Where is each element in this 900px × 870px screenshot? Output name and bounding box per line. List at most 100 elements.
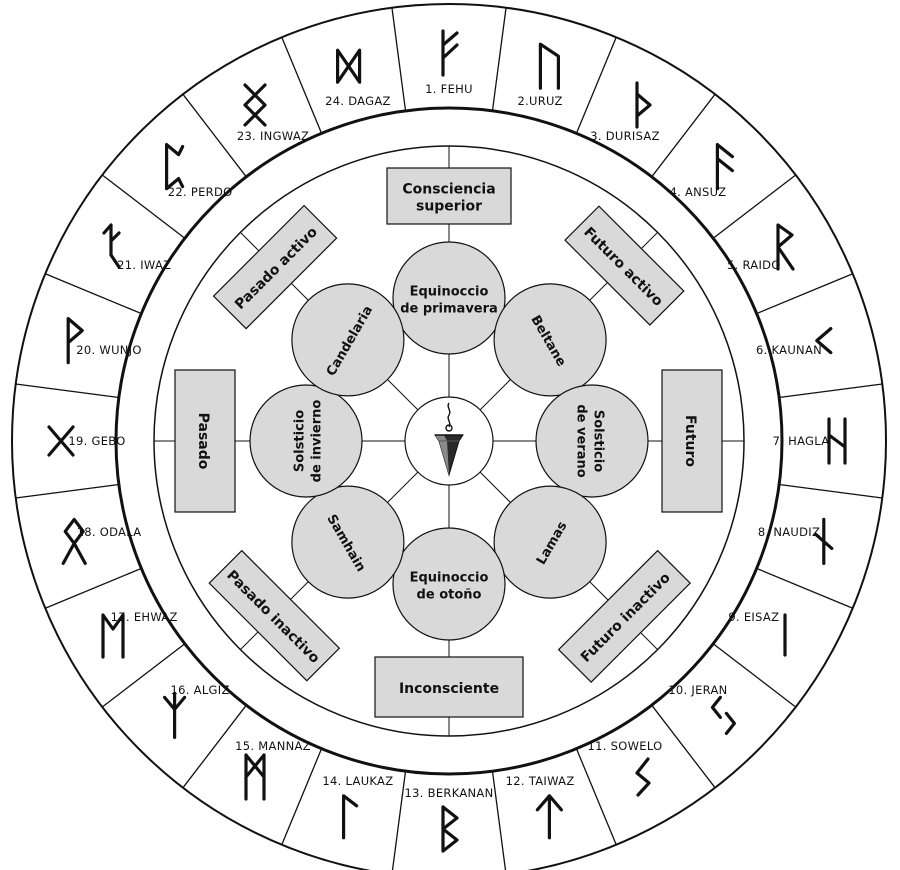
fehu-icon [441, 29, 459, 77]
box-label-line: Pasado [195, 413, 211, 470]
sowelo-icon-path [635, 757, 651, 797]
festival-label-line: Equinoccio [410, 284, 489, 299]
box-rect [661, 369, 723, 513]
rune-label: 21. IWAZ [117, 258, 171, 272]
rune-label: 14. LAUKAZ [322, 774, 393, 788]
box-rect [557, 549, 692, 684]
jeran-icon [710, 695, 737, 736]
box-label: Pasado [195, 413, 211, 470]
mannaz-icon-path [244, 753, 266, 801]
algiz-icon-path [163, 691, 187, 740]
naudiz-icon-path [814, 517, 834, 566]
festival-beltane: Beltane [493, 283, 607, 397]
center-layer [404, 396, 494, 486]
jeran-icon-path [710, 695, 737, 736]
festival-text-group: Solsticiode verano [574, 404, 606, 477]
algiz-icon [163, 691, 187, 740]
box-label: Futuro [682, 415, 698, 467]
iwaz-icon [102, 223, 121, 269]
pendulum-chain [447, 402, 451, 428]
rune-label: 6. KAUNAN [756, 343, 822, 357]
festival-label: Equinoccio de primavera [400, 284, 498, 316]
box-label-line: Consciencia [402, 181, 495, 197]
rune-divider [756, 273, 853, 315]
festival-label-line: Solsticio [591, 410, 606, 472]
festival-circle [493, 283, 607, 397]
rune-divider [281, 748, 323, 845]
rune-label: 9. EISAZ [728, 610, 779, 624]
rune-divider [712, 643, 797, 708]
festival-label-line: Equinoccio [410, 570, 489, 585]
rune-label: 3. DURISAZ [590, 129, 660, 143]
berkanan-icon [441, 805, 459, 853]
pendulum-highlight [435, 435, 449, 475]
ehwaz-icon-path [101, 613, 125, 659]
festival-circle [493, 485, 607, 599]
raido-icon [776, 223, 795, 271]
pendulum-icon [434, 402, 464, 477]
rune-label: 5. RAIDO [727, 258, 781, 272]
rune-divider [756, 567, 853, 609]
wunjo-icon [66, 317, 84, 365]
box-rect [208, 549, 341, 682]
rune-label: 22. PERDO [168, 185, 233, 199]
kaunan-icon-path [815, 327, 833, 355]
sowelo-icon [635, 757, 651, 797]
hagla-icon-path [827, 417, 847, 465]
ansuz-icon [715, 143, 735, 191]
box-rect [386, 167, 512, 225]
festival-samhain: Samhain [291, 485, 405, 599]
iwaz-icon-path [102, 223, 121, 269]
rune-divider [651, 704, 716, 789]
festival-equinoccio-primavera: Equinoccio de primavera [392, 241, 506, 355]
rune-divider [15, 383, 119, 399]
festival-circle [291, 283, 405, 397]
rune-label: 4. ANSUZ [669, 185, 726, 199]
rune-divider [45, 567, 142, 609]
rune-label: 18. ODALA [77, 525, 142, 539]
box-label: Inconsciente [399, 681, 499, 697]
gebo-icon-path [47, 425, 75, 457]
festival-circle [291, 485, 405, 599]
rune-divider [281, 37, 323, 134]
rune-label: 11. SOWELO [588, 739, 663, 753]
pendulum-ring [445, 424, 453, 432]
thurisaz-icon-path [635, 81, 652, 129]
rune-divider [575, 748, 617, 845]
perdo-icon-path [165, 143, 185, 191]
rune-divider [15, 483, 119, 499]
festival-label-line: de primavera [400, 301, 498, 316]
box-futuro: Futuro [661, 369, 723, 513]
box-rect [212, 204, 338, 330]
rune-divider [575, 37, 617, 134]
festival-label: Solsticiode verano [574, 404, 606, 477]
rune-divider [712, 174, 797, 239]
rune-label: 19. GEBO [68, 434, 125, 448]
rune-label: 8. NAUDIZ [758, 525, 820, 539]
laukaz-icon [342, 794, 359, 840]
rune-divider [182, 93, 247, 178]
taiwaz-icon-path [535, 794, 564, 840]
ehwaz-icon [101, 613, 125, 659]
festival-circle [249, 384, 363, 498]
dagaz-icon-path [336, 48, 362, 84]
wunjo-icon-path [66, 317, 84, 365]
rune-divider [101, 643, 186, 708]
kaunan-icon [815, 327, 833, 355]
festival-circle [392, 241, 506, 355]
festival-lamas: Lamas [493, 485, 607, 599]
laukaz-icon-path [342, 794, 359, 840]
rune-divider [391, 771, 407, 870]
rune-divider [491, 771, 507, 870]
berkanan-icon-path [441, 805, 459, 853]
odala-icon [61, 517, 87, 566]
festival-circle [392, 527, 506, 641]
